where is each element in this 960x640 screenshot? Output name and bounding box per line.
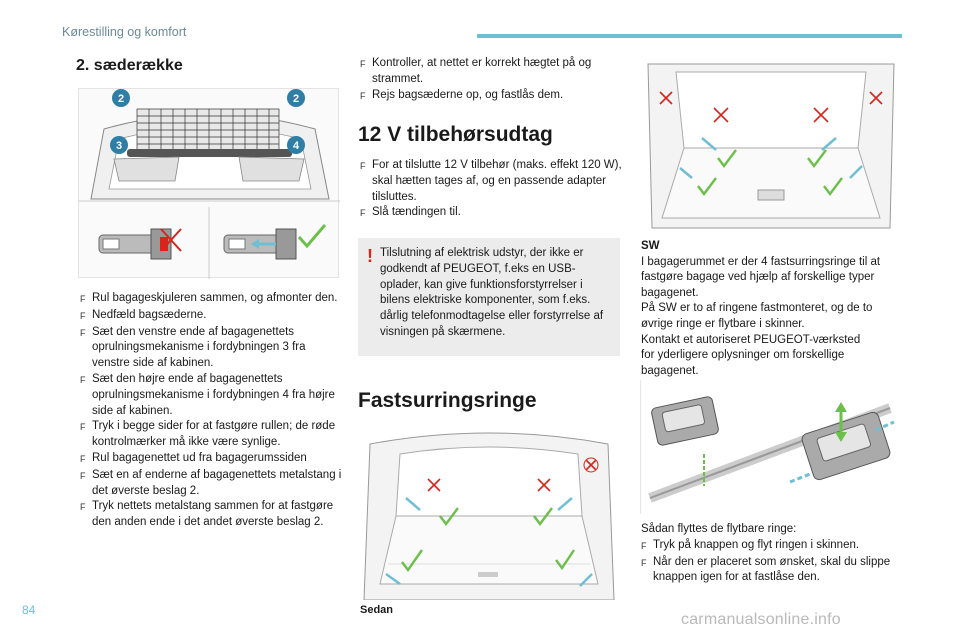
sliding-ring-illustration <box>639 378 902 516</box>
bullet-marker: F <box>80 294 86 304</box>
text-line: På SW er to af ringene fastmonteret, og … <box>641 302 873 315</box>
text-line: bagagenet. <box>641 364 699 377</box>
cross-mark-icon <box>160 228 182 252</box>
caption-sedan: Sedan <box>360 604 394 616</box>
bullet-marker: F <box>80 502 86 513</box>
bullet-marker: F <box>80 453 86 464</box>
warning-text: Tilslutning af elektrisk udstyr, der ikk… <box>380 247 604 338</box>
text-line: øvrige ringe er flytbare i skinner. <box>641 317 805 330</box>
text-line: fastgøre bagage ved hjælp af forskellige… <box>641 271 875 284</box>
text-line: for yderligere oplysninger om forskellig… <box>641 349 845 362</box>
sedan-trunk-illustration <box>360 424 618 601</box>
heading-12v-socket: 12 V tilbehørsudtag <box>358 123 553 146</box>
move-lead: Sådan flyttes de flytbare ringe: <box>641 523 797 535</box>
callout-2-right: 2 <box>287 89 305 107</box>
callout-number: 3 <box>116 140 122 152</box>
page-number: 84 <box>22 603 36 617</box>
check-mark-icon <box>297 224 327 249</box>
exclamation-icon: ! <box>367 246 373 266</box>
sw-title: SW <box>641 240 660 252</box>
header-accent-bar <box>477 34 902 38</box>
text-line: bagagenet. <box>641 286 699 299</box>
text-line: Kontakt et autoriseret PEUGEOT-værksted <box>641 333 861 346</box>
cargo-net-illustration: 2 2 3 4 <box>78 88 340 279</box>
callout-number: 4 <box>293 140 300 152</box>
callout-2-left: 2 <box>112 89 130 107</box>
bullet-marker: F <box>360 59 366 69</box>
callout-3: 3 <box>110 136 128 154</box>
bullet-marker: F <box>360 208 366 219</box>
heading-lashing-rings: Fastsurringsringe <box>358 389 537 412</box>
text-line: I bagagerummet er der 4 fastsurringsring… <box>641 255 881 268</box>
bullet-marker: F <box>641 540 647 551</box>
callout-4: 4 <box>287 136 305 154</box>
bullet-marker: F <box>80 310 86 321</box>
bullet-marker: F <box>360 90 366 101</box>
section-title-2nd-row: 2. sæderække <box>76 57 183 74</box>
sw-trunk-illustration <box>640 58 902 234</box>
watermark: carmanualsonline.info <box>681 611 841 628</box>
warning-box: ! Tilslutning af elektrisk udstyr, der i… <box>358 238 620 356</box>
bullet-marker: F <box>80 327 86 338</box>
section-header: Kørestilling og komfort <box>62 25 187 39</box>
callout-number: 2 <box>293 93 299 105</box>
bullet-marker: F <box>641 557 647 568</box>
sw-description: SW I bagagerummet er der 4 fastsurringsr… <box>641 239 903 379</box>
bullet-marker: F <box>80 374 86 385</box>
bullet-marker: F <box>80 422 86 433</box>
bullet-marker: F <box>360 161 366 171</box>
callout-number: 2 <box>118 93 124 105</box>
bullet-marker: F <box>80 470 86 481</box>
